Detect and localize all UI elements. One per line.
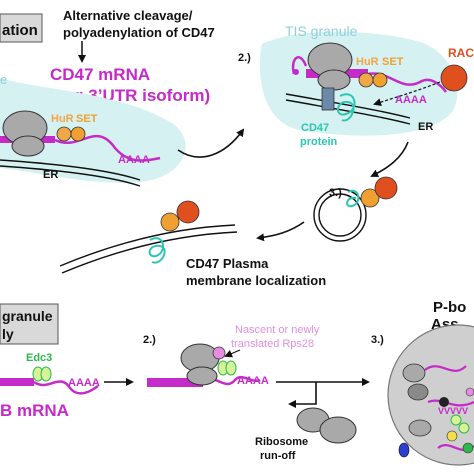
tis-granule-right-label: TIS granule: [285, 23, 358, 39]
pbody-green-protein: [462, 442, 474, 454]
mrna-utr-left: [54, 134, 161, 162]
pbody-label-line1: P-bo: [433, 299, 466, 316]
cd47-protein-right: [337, 93, 356, 122]
set-protein-right: [372, 72, 388, 88]
panel-a-header-box: [0, 13, 43, 43]
panel-b-header-box: [0, 303, 59, 345]
er-membrane-left-2: [0, 165, 141, 187]
rac1-protein-membrane: [176, 200, 200, 224]
hur-protein-left: [56, 126, 72, 142]
set-protein-vesicle: [360, 188, 380, 208]
alt-cleavage-line2: polyadenylation of CD47: [63, 25, 215, 40]
mrna-coding-b2: [147, 378, 203, 387]
edc3-label: Edc3: [26, 352, 52, 364]
runoff-ribosome-small: [319, 416, 357, 444]
mrna-coding-b1: [0, 378, 34, 386]
step2-label-b: 2.): [143, 334, 156, 346]
pbody-edc3-b: [458, 422, 470, 434]
plasma-localization-line1: CD47 Plasma: [186, 256, 269, 271]
plasma-localization-line2: membrane localization: [186, 273, 326, 288]
tis-granule-left-partial-label: e: [0, 72, 7, 87]
pbody-edc3-a: [450, 414, 462, 426]
rps28-protein: [212, 346, 226, 360]
er-membrane-left-1: [0, 159, 141, 181]
pbody-granule: [387, 324, 474, 466]
vesicle-inner: [318, 193, 362, 237]
hur-label-right: HuR: [356, 56, 379, 68]
tis-granule-right: [259, 31, 458, 136]
cd47-mrna-title: CD47 mRNA: [50, 65, 150, 84]
set-label-right: SET: [382, 56, 404, 68]
translocon-right: [321, 87, 335, 111]
aaaa-left: AAAA: [118, 154, 150, 166]
step3-label-b: 3.): [371, 334, 384, 346]
aaaa-b1: AAAA: [68, 377, 100, 389]
nascent-pointer-arrow: [224, 349, 241, 358]
cd47-protein-vesicle: [346, 189, 360, 208]
plasma-membrane-1: [59, 224, 236, 267]
rac1-dashed-arrow: [373, 81, 441, 106]
set-protein-membrane: [160, 212, 180, 232]
pbody-ribosome-1: [402, 363, 426, 383]
pbody-polya: VVVVV: [438, 406, 468, 416]
ribosome-right-small: [317, 69, 351, 91]
nascent-rps28-line1: Nascent or newly: [235, 324, 320, 336]
rac1-label: RAC: [448, 46, 474, 60]
mrna-cap-right: [293, 69, 299, 75]
step2-label-a: 2.): [238, 52, 251, 64]
pbody-blue-protein: [398, 442, 410, 458]
nascent-rps28-line2: translated Rps28: [231, 338, 314, 350]
edc3-protein-b1b: [40, 366, 52, 382]
pbody-ribosome-3: [408, 419, 432, 437]
arrow-step1-to-step2: [177, 128, 245, 158]
ribosome-runoff-line2: run-off: [260, 450, 296, 462]
set-protein-left: [70, 126, 86, 142]
panel-b: granule ly Edc3 AAAA B mRNA 2.) AAAA Nas…: [0, 299, 474, 466]
pbody-dark-protein: [439, 397, 449, 407]
hur-protein-right: [358, 72, 374, 88]
cd47-protein-membrane: [148, 237, 166, 264]
er-label-left: ER: [43, 169, 58, 181]
hur-label-left: HuR: [51, 113, 74, 125]
tis-granule-left: [0, 78, 186, 183]
mrna-fragment-label: B mRNA: [0, 401, 69, 420]
plasma-membrane-2: [61, 231, 238, 274]
pbody-yellow-protein: [446, 430, 458, 442]
rac1-protein: [440, 64, 468, 92]
cd47-protein-label-line1: CD47: [301, 122, 329, 134]
er-label-right: ER: [418, 121, 433, 133]
arrow-ribosome-runoff: [288, 382, 317, 408]
panel-b-header-line2: ly: [2, 326, 14, 342]
pbody-pink-protein: [465, 387, 474, 397]
panel-b-header-line1: granule: [2, 308, 53, 324]
ribosome-runoff-line1: Ribosome: [255, 436, 308, 448]
cd47-protein-label-line2: protein: [300, 136, 338, 148]
arrow-step3-to-membrane: [256, 221, 305, 242]
mrna-utr-right: [291, 56, 308, 75]
arrow-step2-to-step3: [370, 141, 409, 177]
aaaa-b2: AAAA: [237, 375, 269, 387]
mrna-utr-b1: [33, 380, 99, 395]
ribosome-b2-small: [186, 366, 218, 386]
rac1-protein-vesicle: [374, 176, 398, 200]
panel-a-header-text: ation: [2, 22, 38, 39]
ribosome-left-small: [11, 135, 45, 157]
aaaa-right: AAAA: [395, 94, 427, 106]
vesicle-outer: [313, 188, 367, 242]
set-label-left: SET: [76, 113, 98, 125]
pbody-ribosome-2: [407, 383, 429, 401]
edc3-protein-b2b: [225, 360, 237, 376]
panel-a: ation Alternative cleavage/ polyadenylat…: [0, 8, 474, 288]
pbody-mrna-1: [424, 365, 467, 372]
alt-cleavage-line1: Alternative cleavage/: [63, 8, 193, 23]
